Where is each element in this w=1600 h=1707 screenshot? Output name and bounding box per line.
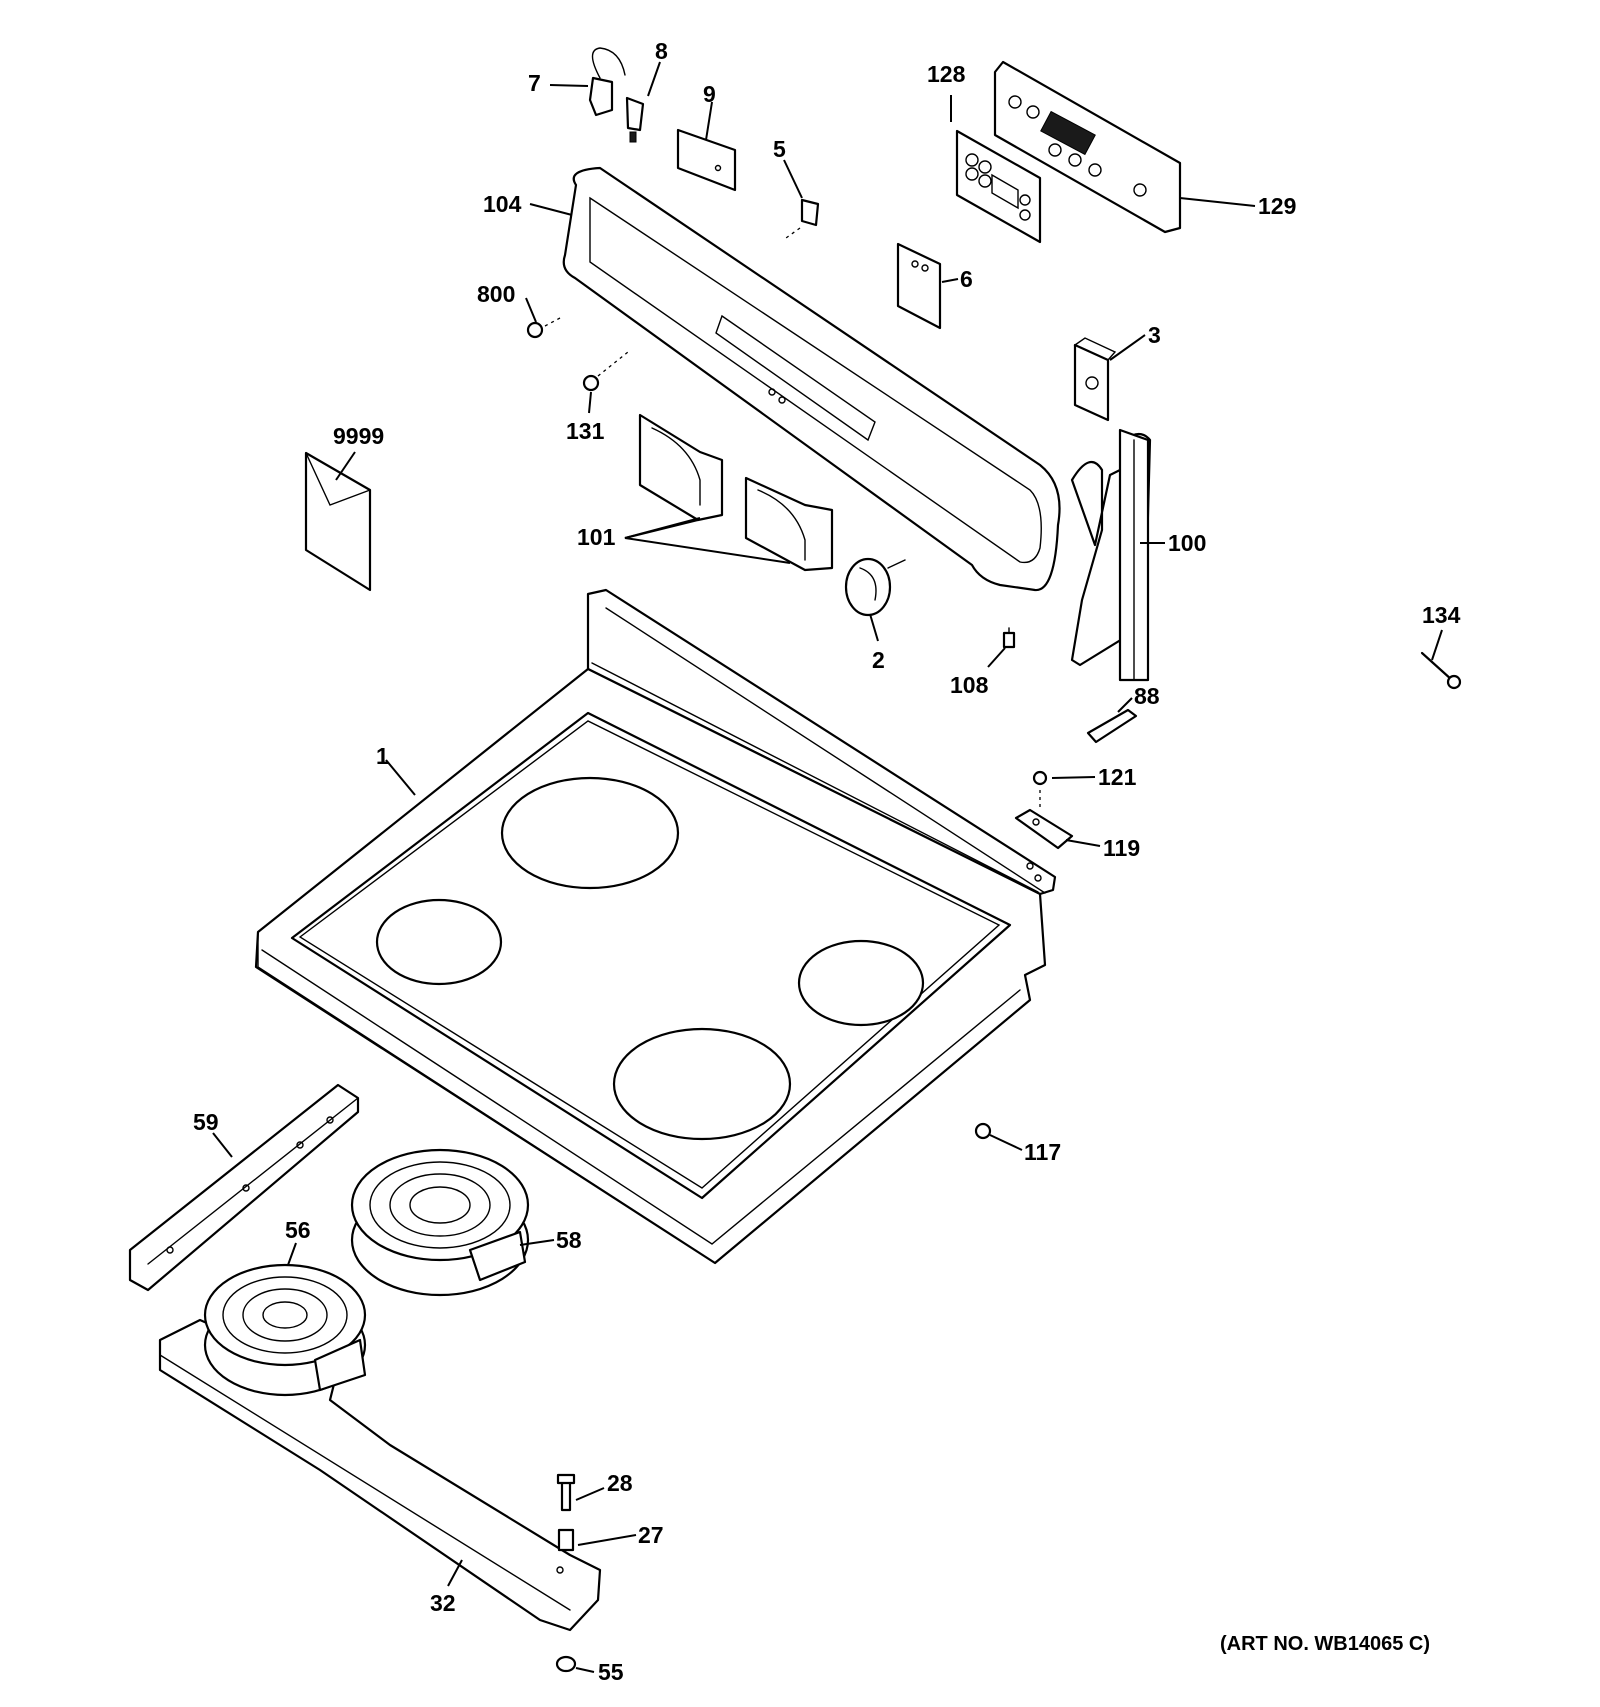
callout-6: 6 — [960, 266, 973, 292]
callout-128: 128 — [927, 61, 966, 87]
callout-9999: 9999 — [333, 423, 384, 449]
overlay-128 — [955, 129, 1042, 244]
bracket-9 — [676, 128, 737, 192]
callout-134: 134 — [1422, 602, 1461, 628]
callout-800: 800 — [477, 281, 515, 307]
callout-5: 5 — [773, 136, 786, 162]
switch-7 — [588, 47, 626, 117]
callout-108: 108 — [950, 672, 989, 698]
stud-28 — [556, 1473, 576, 1512]
callout-3: 3 — [1148, 322, 1161, 348]
callout-104: 104 — [483, 191, 522, 217]
knob-2 — [844, 557, 906, 617]
bracket-101-a — [638, 413, 724, 522]
callout-56: 56 — [285, 1217, 311, 1243]
radiant-element-58 — [350, 1148, 530, 1297]
callout-9: 9 — [703, 81, 716, 107]
callout-28: 28 — [607, 1470, 633, 1496]
callout-59: 59 — [193, 1109, 219, 1135]
bracket-59 — [128, 1083, 360, 1292]
callout-100: 100 — [1168, 530, 1206, 556]
lamp-8 — [625, 96, 645, 143]
radiant-element-56 — [203, 1263, 367, 1397]
callout-1: 1 — [376, 743, 389, 769]
label-6 — [896, 242, 942, 330]
switch-5 — [785, 198, 820, 239]
callout-labels: 7 8 9 5 128 129 104 6 3 800 131 9999 101… — [193, 38, 1461, 1685]
endcap-100 — [1070, 428, 1152, 682]
callout-119: 119 — [1103, 835, 1140, 861]
screw-800 — [526, 317, 561, 339]
cooktop-main-top — [254, 588, 1057, 1265]
screw-108 — [1002, 627, 1016, 649]
bracket-119 — [1014, 808, 1074, 850]
callout-131: 131 — [566, 418, 605, 444]
spacer-27 — [557, 1528, 575, 1552]
nut-55 — [555, 1655, 577, 1673]
nut-117 — [974, 1122, 992, 1140]
screw-134 — [1420, 651, 1462, 690]
leader-lines — [212, 61, 1443, 1673]
literature-9999 — [304, 451, 372, 592]
screw-121 — [1032, 770, 1048, 810]
callout-129: 129 — [1258, 193, 1296, 219]
bracket-88 — [1086, 708, 1138, 744]
callout-7: 7 — [528, 70, 541, 96]
bracket-3 — [1073, 337, 1117, 422]
callout-101: 101 — [577, 524, 616, 550]
callout-88: 88 — [1134, 683, 1160, 709]
bracket-101-b — [744, 476, 834, 572]
callout-32: 32 — [430, 1590, 456, 1616]
callout-58: 58 — [556, 1227, 582, 1253]
callout-55: 55 — [598, 1659, 624, 1685]
callout-2: 2 — [872, 647, 885, 673]
control-panel-backsplash — [562, 166, 1061, 592]
callout-117: 117 — [1024, 1139, 1061, 1165]
control-board-129 — [993, 60, 1182, 234]
callout-27: 27 — [638, 1522, 664, 1548]
screw-131 — [582, 351, 629, 392]
art-number: (ART NO. WB14065 C) — [1220, 1633, 1430, 1655]
callout-121: 121 — [1098, 764, 1137, 790]
callout-8: 8 — [655, 38, 668, 64]
